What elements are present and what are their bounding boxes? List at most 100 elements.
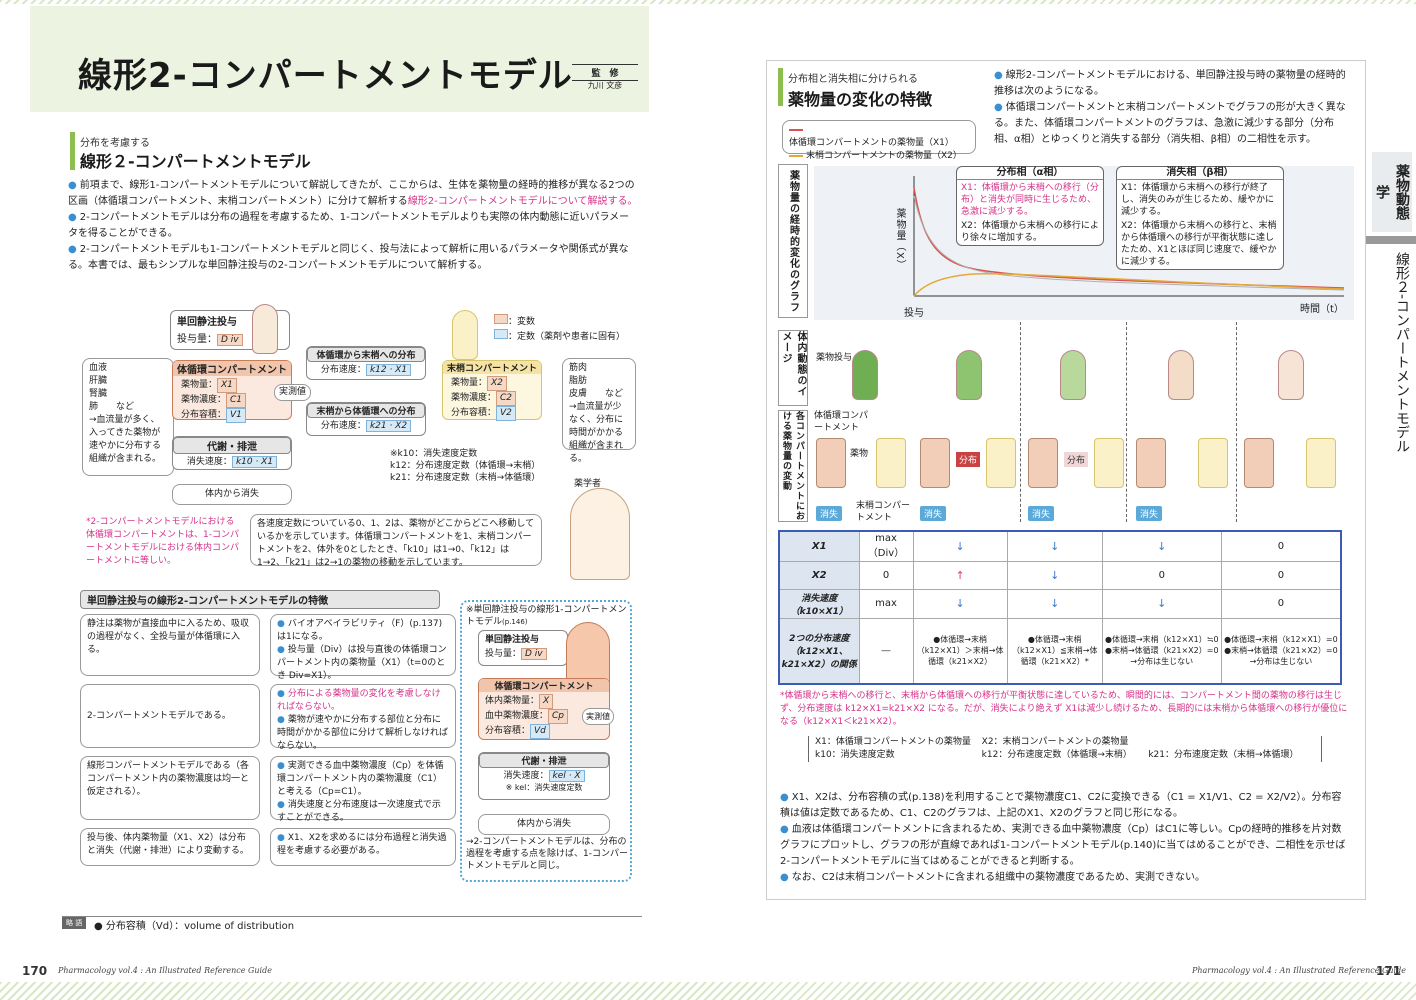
table-row: 消失速度（k10×X1） max ↓ ↓ ↓ 0 xyxy=(778,588,1342,619)
body-image-2 xyxy=(956,350,982,400)
rate-constant-notes: ※k10：消失速度定数 k12：分布速度定数（体循環→末梢） k21：分布速度定… xyxy=(390,448,540,484)
dose-marker: 投与 xyxy=(904,308,924,319)
body-illustration-right xyxy=(452,310,478,360)
central-item-3: 分布容積： xyxy=(181,410,227,420)
tissue-skin: 皮膚 など xyxy=(569,389,624,399)
one-comp-reference xyxy=(460,600,632,882)
peripheral-title: 末梢コンパートメント xyxy=(443,361,541,374)
cell: ●体循環→末梢（k12×X1）=0 ●末梢→体循環（k21×X2）=0 →分布は… xyxy=(1220,617,1342,685)
one-comp-iv: 単回静注投与 xyxy=(485,635,540,645)
graph-side-label: 薬物量の経時的変化のグラフ xyxy=(787,169,799,313)
central-var-3: V1 xyxy=(226,408,246,423)
image-side-label-box: 体内動態のイメージ xyxy=(778,330,808,406)
footer-right: Pharmacology vol.4 : An Illustrated Refe… xyxy=(1192,966,1406,975)
iv-title: 単回静注投与 xyxy=(177,317,237,328)
intro-paragraphs: ●前項まで、線形1-コンパートメントモデルについて解説してきたが、ここからは、生… xyxy=(68,178,638,274)
one-comp-body-illustration xyxy=(566,622,610,688)
one-comp-var-3: Vd xyxy=(530,724,550,739)
central-var-1: X1 xyxy=(217,378,237,393)
intro-text-2: 線形2-コンパートメントモデルについて解説する。 xyxy=(407,196,638,207)
phase-alpha-x1: X1：体循環から末梢への移行（分布）と消失が同時に生じるため、急激に減少する。 xyxy=(961,183,1099,217)
footer-left: Pharmacology vol.4 : An Illustrated Refe… xyxy=(58,966,272,975)
intro-text-1: 前項まで、線形1-コンパートメントモデルについて解説してきたが、ここからは、生体… xyxy=(68,180,635,207)
comp-side-label-box: 各コンパートメントにおける薬物量の変動 xyxy=(778,410,808,522)
intro-para-3: ●2-コンパートメントモデルも1-コンパートメントモデルと同じく、投与法によって… xyxy=(68,244,629,271)
cell: max xyxy=(858,588,914,619)
bottom-para-3: なお、C2は末梢コンパートメントに含まれる組織中の薬物濃度であるため、実測できな… xyxy=(791,872,1205,883)
tissue-liver: 肝臓 xyxy=(89,376,108,386)
graph-legend: 体循環コンパートメントの薬物量（X1） 末梢コンパートメントの薬物量（X2） xyxy=(782,120,976,161)
title-band xyxy=(30,6,649,112)
peripheral-item-1: 薬物量： xyxy=(451,378,488,388)
feature-1-left: 静注は薬物が直接血中に入るため、吸収の過程がなく、全投与量が体循環に入る。 xyxy=(80,614,260,676)
image-side-label: 体内動態のイメージ xyxy=(780,331,806,397)
tissue-note: →血流量が多く、入ってきた薬物が速やかに分布する組織が含まれる。 xyxy=(89,415,162,464)
x1-shadow xyxy=(913,195,1345,291)
cell: max（Div） xyxy=(858,530,914,562)
elimination-rate-label: 消失速度： xyxy=(186,457,232,467)
feature-1-point-2: 投与量（Div）は投与直後の体循環コンパートメント内の薬物量（X1）（t=0のと… xyxy=(277,645,447,681)
intro-text-3: 2-コンパートメントモデルは分布の過程を考慮するため、1-コンパートメントモデル… xyxy=(68,212,630,239)
section-subtitle: 分布を考慮する xyxy=(80,138,150,149)
pharmacist-illustration xyxy=(570,488,630,580)
intro-text-4: 2-コンパートメントモデルも1-コンパートメントモデルと同じく、投与法によって解… xyxy=(68,244,629,271)
right-section-title: 薬物量の変化の特徴 xyxy=(788,90,933,109)
rate1: k12 · X1 xyxy=(365,364,412,376)
x-axis-label: 時間（t） xyxy=(1300,304,1344,315)
feature-row-4: 投与後、体内薬物量（X1、X2）は分布と消失（代謝・排泄）により変動する。 ●X… xyxy=(80,828,456,866)
side-tab-head[interactable]: 薬物動態学 xyxy=(1372,152,1412,232)
table-row: X1 max（Div） ↓ ↓ ↓ 0 xyxy=(778,530,1342,562)
definitions: X1：体循環コンパートメントの薬物量 X2：末梢コンパートメントの薬物量 k10… xyxy=(808,736,1322,762)
elimination-title: 代謝・排泄 xyxy=(173,437,291,454)
one-comp-item-1: 体内薬物量： xyxy=(485,696,540,706)
side-tab-body[interactable]: 線形２-コンパートメントモデル xyxy=(1394,252,1410,454)
cell: ↓ xyxy=(1006,588,1103,619)
feature-2-right: ●分布による薬物量の変化を考慮しなければならない。 ●薬物が速やかに分布する部位… xyxy=(270,684,456,751)
asterisk-note: *2-コンパートメントモデルにおける体循環コンパートメントは、1-コンパートメン… xyxy=(86,516,240,568)
divider-2 xyxy=(1126,322,1127,522)
central-var-2: C1 xyxy=(226,393,247,408)
drug-amount-graph xyxy=(913,176,1345,297)
phase-beta: 消失相（β相） X1：体循環から末梢への移行が終了し、消失のみが生じるため、緩や… xyxy=(1116,166,1284,270)
side-tab-separator xyxy=(1366,236,1416,244)
def-k12: k12：分布速度定数（体循環→末梢） xyxy=(981,750,1132,760)
one-comp-title-text: ※単回静注投与の線形1-コンパートメントモデル xyxy=(466,605,627,627)
comp-side-label: 各コンパートメントにおける薬物量の変動 xyxy=(781,411,804,521)
summary-table: X1 max（Div） ↓ ↓ ↓ 0 X2 0 ↑ ↓ 0 0 消失速度（k1… xyxy=(778,530,1342,685)
dose-admin-label: 薬物投与 xyxy=(816,353,853,363)
row-head-x1: X1 xyxy=(778,530,860,562)
feature-row-1: 静注は薬物が直接血中に入るため、吸収の過程がなく、全投与量が体循環に入る。 ●バ… xyxy=(80,614,456,681)
drug-label: 薬物 xyxy=(850,449,869,459)
page-title: 線形2-コンパートメントモデル xyxy=(78,56,573,96)
cell: ●体循環→末梢（k12×X1）≒0 ●末梢→体循環（k21×X2）=0 →分布は… xyxy=(1101,617,1222,685)
dist-to-peripheral-title: 体循環から末梢への分布 xyxy=(307,347,425,362)
row-head-elim: 消失速度（k10×X1） xyxy=(778,588,860,619)
table-note-text: *体循環から末梢への移行と、末梢から体循環への移行が平衡状態に達しているため、瞬… xyxy=(780,691,1348,727)
one-comp-ref: (p.146) xyxy=(502,618,528,626)
body-image-1 xyxy=(852,350,878,400)
page-number-left: 170 xyxy=(22,964,48,978)
right-intro-2: 体循環コンパートメントと末梢コンパートメントでグラフの形が大きく異なる。また、体… xyxy=(994,102,1346,145)
peripheral-compartment: 末梢コンパートメント 薬物量：X2 薬物濃度：C2 分布容積：V2 xyxy=(442,360,542,421)
tissue-note-2: →血流量が少なく、分布に時間がかかる組織が含まれる。 xyxy=(569,402,624,464)
legend-x2: 末梢コンパートメントの薬物量（X2） xyxy=(806,151,962,161)
dist-tag-2: 分布 xyxy=(956,452,981,467)
cell: ↓ xyxy=(1006,530,1103,562)
cell: ↓ xyxy=(912,530,1008,562)
row-head-x2: X2 xyxy=(778,560,860,590)
page-number-right: 171 xyxy=(1376,964,1402,978)
feature-4-right: ●X1、X2を求めるには分布過程と消失過程を考慮する必要がある。 xyxy=(270,828,456,866)
supervisor-label: 監 修 xyxy=(572,64,638,81)
intro-para-1: ●前項まで、線形1-コンパートメントモデルについて解説してきたが、ここからは、生… xyxy=(68,180,638,207)
comp-peripheral-5 xyxy=(1306,438,1336,488)
phase-beta-x2: X2：体循環から末梢への移行と、末梢から体循環への移行が平衡状態に達したため、X… xyxy=(1121,221,1277,267)
phase-beta-x1: X1：体循環から末梢への移行が終了し、消失のみが生じるため、緩やかに減少する。 xyxy=(1121,183,1275,217)
central-item-1: 薬物量： xyxy=(181,380,218,390)
one-comp-elim: 代謝・排泄 消失速度：kel · X ※ kel：消失速度定数 xyxy=(478,752,610,800)
cell: 0 xyxy=(858,560,914,590)
asterisk-note-text: *2-コンパートメントモデルにおける体循環コンパートメントは、1-コンパートメン… xyxy=(86,517,240,566)
dist-to-peripheral: 体循環から末梢への分布 分布速度：k12 · X1 xyxy=(306,346,426,380)
pharmacist-label: 薬学者 xyxy=(574,479,602,489)
section-title: 線形２-コンパートメントモデル xyxy=(80,152,311,171)
cell: ― xyxy=(858,617,914,685)
